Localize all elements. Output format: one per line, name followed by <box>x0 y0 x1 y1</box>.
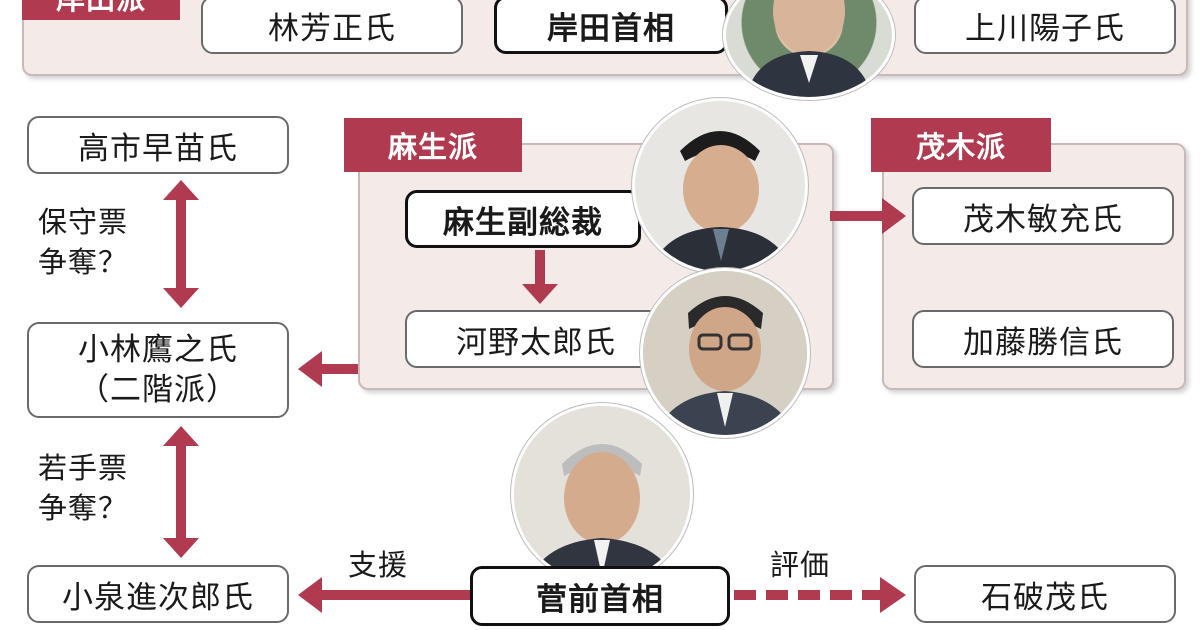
support-label: 支援 <box>348 548 409 582</box>
ishiba-box: 石破茂氏 <box>914 565 1176 623</box>
young-double-arrow <box>163 426 199 558</box>
young-vote-line1: 若手票 <box>38 451 129 485</box>
suga-photo <box>511 403 693 585</box>
aso-faction-tag: 麻生派 <box>344 118 522 172</box>
kishida-faction-tag: 岸田派 <box>22 0 180 20</box>
evaluation-dashed-arrow <box>734 577 906 613</box>
kamikawa-box: 上川陽子氏 <box>914 0 1176 54</box>
suga-box: 菅前首相 <box>470 566 730 626</box>
kishida-photo <box>723 0 895 100</box>
young-vote-note: 若手票 争奪？ <box>38 448 128 528</box>
conservative-vote-line1: 保守票 <box>38 205 129 239</box>
aso-to-kono-arrow <box>522 250 558 304</box>
conservative-vote-note: 保守票 争奪？ <box>38 202 128 282</box>
motegi-faction-tag: 茂木派 <box>871 118 1051 172</box>
kobayashi-name: 小林鷹之氏 <box>78 332 238 368</box>
kobayashi-box: 小林鷹之氏 （二階派） <box>27 322 289 418</box>
support-arrow <box>298 577 470 613</box>
takaichi-box: 高市早苗氏 <box>27 116 289 174</box>
evaluation-label: 評価 <box>770 548 831 582</box>
koizumi-box: 小泉進次郎氏 <box>27 565 289 623</box>
kato-box: 加藤勝信氏 <box>912 310 1174 368</box>
aso-photo <box>632 98 808 274</box>
young-vote-line2: 争奪？ <box>38 491 129 525</box>
aso-to-kobayashi-arrow <box>298 351 358 387</box>
aso-to-motegi-arrow <box>830 198 906 234</box>
kobayashi-faction: （二階派） <box>78 372 238 408</box>
hayashi-box: 林芳正氏 <box>201 0 463 54</box>
kono-photo <box>640 268 810 438</box>
conservative-double-arrow <box>163 180 199 308</box>
conservative-vote-line2: 争奪？ <box>38 245 129 279</box>
motegi-box: 茂木敏充氏 <box>912 187 1174 245</box>
